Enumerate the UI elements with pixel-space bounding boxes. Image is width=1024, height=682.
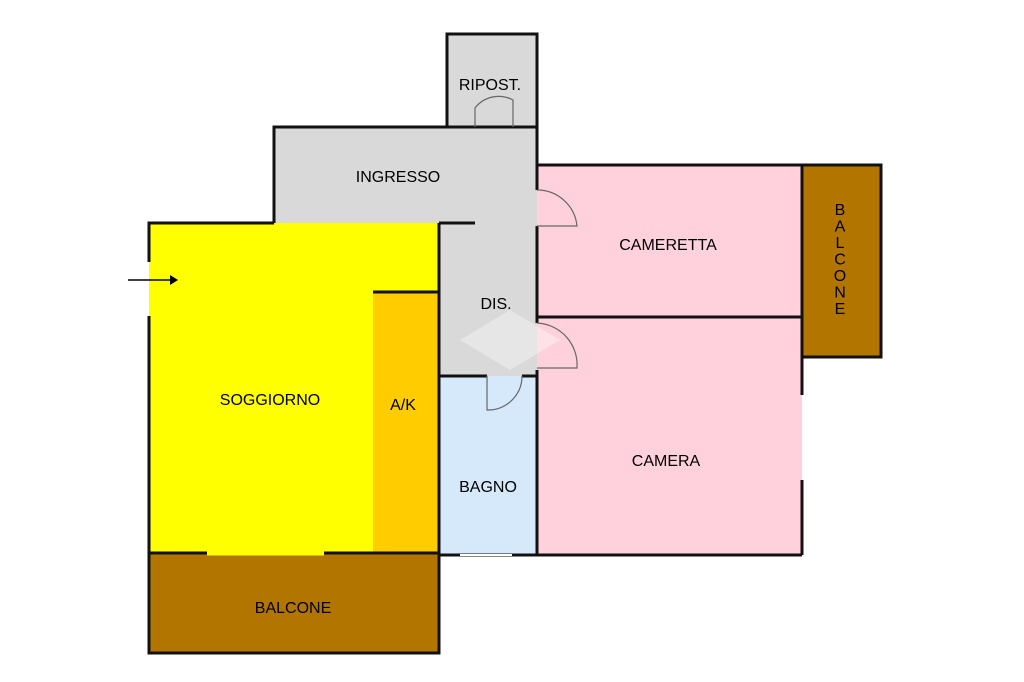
kitchen-room [373, 292, 439, 553]
door-camera [536, 322, 578, 369]
label-bagno: BAGNO [459, 479, 517, 496]
label-angolo-cottura: A/K [390, 397, 416, 414]
camera-room [537, 317, 802, 555]
label-balcone-bottom: BALCONE [255, 600, 331, 617]
ingresso-room [274, 127, 537, 223]
door-ripostiglio [474, 95, 514, 127]
label-ingresso: INGRESSO [356, 169, 440, 186]
label-ripostiglio: RIPOST. [459, 77, 521, 94]
door-bagno [486, 375, 523, 411]
ripostiglio-room [447, 34, 537, 127]
disimpegno-room [439, 223, 537, 376]
door-cameretta [536, 189, 578, 227]
bagno-room [439, 376, 537, 555]
soggiorno-upper-room [373, 223, 439, 292]
cameretta-room [537, 165, 802, 317]
balcone-right-room [802, 165, 881, 357]
watermark-logo [460, 310, 560, 370]
soggiorno-room [149, 223, 373, 553]
label-soggiorno: SOGGIORNO [220, 392, 320, 409]
label-camera: CAMERA [632, 453, 701, 470]
label-disimpegno: DIS. [480, 296, 511, 313]
entrance-arrow-icon [128, 275, 178, 285]
balcone-bottom-room [149, 553, 439, 653]
label-cameretta: CAMERETTA [619, 237, 717, 254]
walls [147, 32, 883, 655]
